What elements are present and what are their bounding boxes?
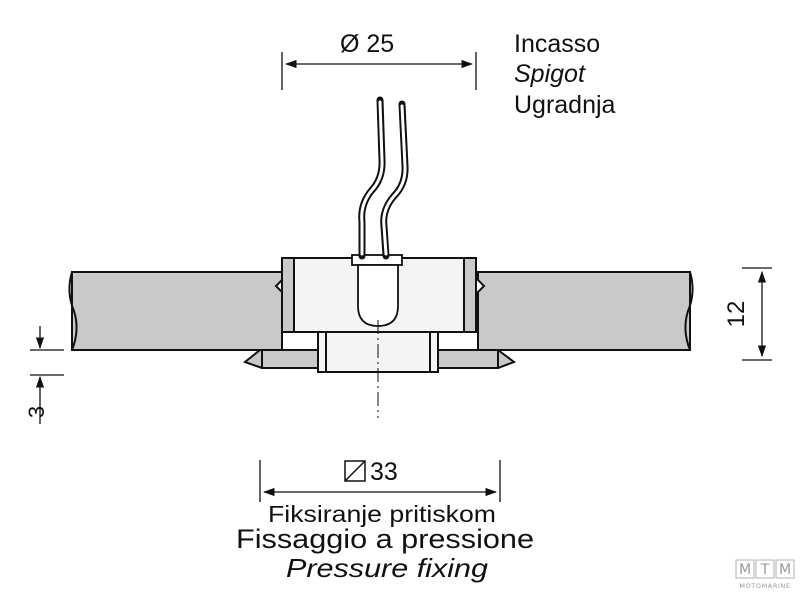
brand-logo: M T M MOTOMARINE (735, 559, 795, 590)
panel-break-right (684, 271, 694, 351)
bottom-dimension (259, 460, 501, 502)
wire-right-core (382, 104, 407, 256)
spigot-wall-right (463, 257, 477, 333)
panel-right (477, 271, 691, 351)
square-icon (344, 460, 366, 482)
logo-letter-2: T (760, 562, 770, 578)
led-dome (357, 264, 399, 327)
logo-subtitle: MOTOMARINE (739, 582, 790, 590)
wire-left-core (360, 100, 384, 256)
bottom-title-line1: Fiksiranje pritiskom (268, 501, 496, 527)
height-dimension (742, 267, 772, 361)
thickness-dimension (30, 326, 64, 424)
spigot-wall-left (281, 257, 295, 333)
top-dimension (281, 52, 477, 90)
thickness-label: 3 (24, 406, 49, 418)
height-label: 12 (723, 301, 750, 328)
bottom-title-line2: Fissaggio a pressione (236, 524, 534, 554)
logo-letter-1: M (739, 562, 751, 578)
top-diameter-label: Ø 25 (340, 30, 394, 58)
bottom-diameter-label: 33 (370, 458, 398, 486)
panel-section (68, 271, 694, 351)
spigot-lower-ring-left (261, 349, 319, 369)
wires (358, 96, 409, 260)
top-title-line1: Incasso (514, 30, 600, 58)
panel-left (71, 271, 283, 351)
top-title-line3: Ugradnja (514, 91, 616, 119)
logo-letter-3: M (779, 562, 791, 578)
top-title-line2: Spigot (514, 60, 586, 88)
bottom-title-line3: Pressure fixing (286, 553, 489, 583)
panel-break-left (68, 271, 78, 351)
led-bulb (351, 254, 403, 327)
spigot-lower-ring-right (437, 349, 499, 369)
